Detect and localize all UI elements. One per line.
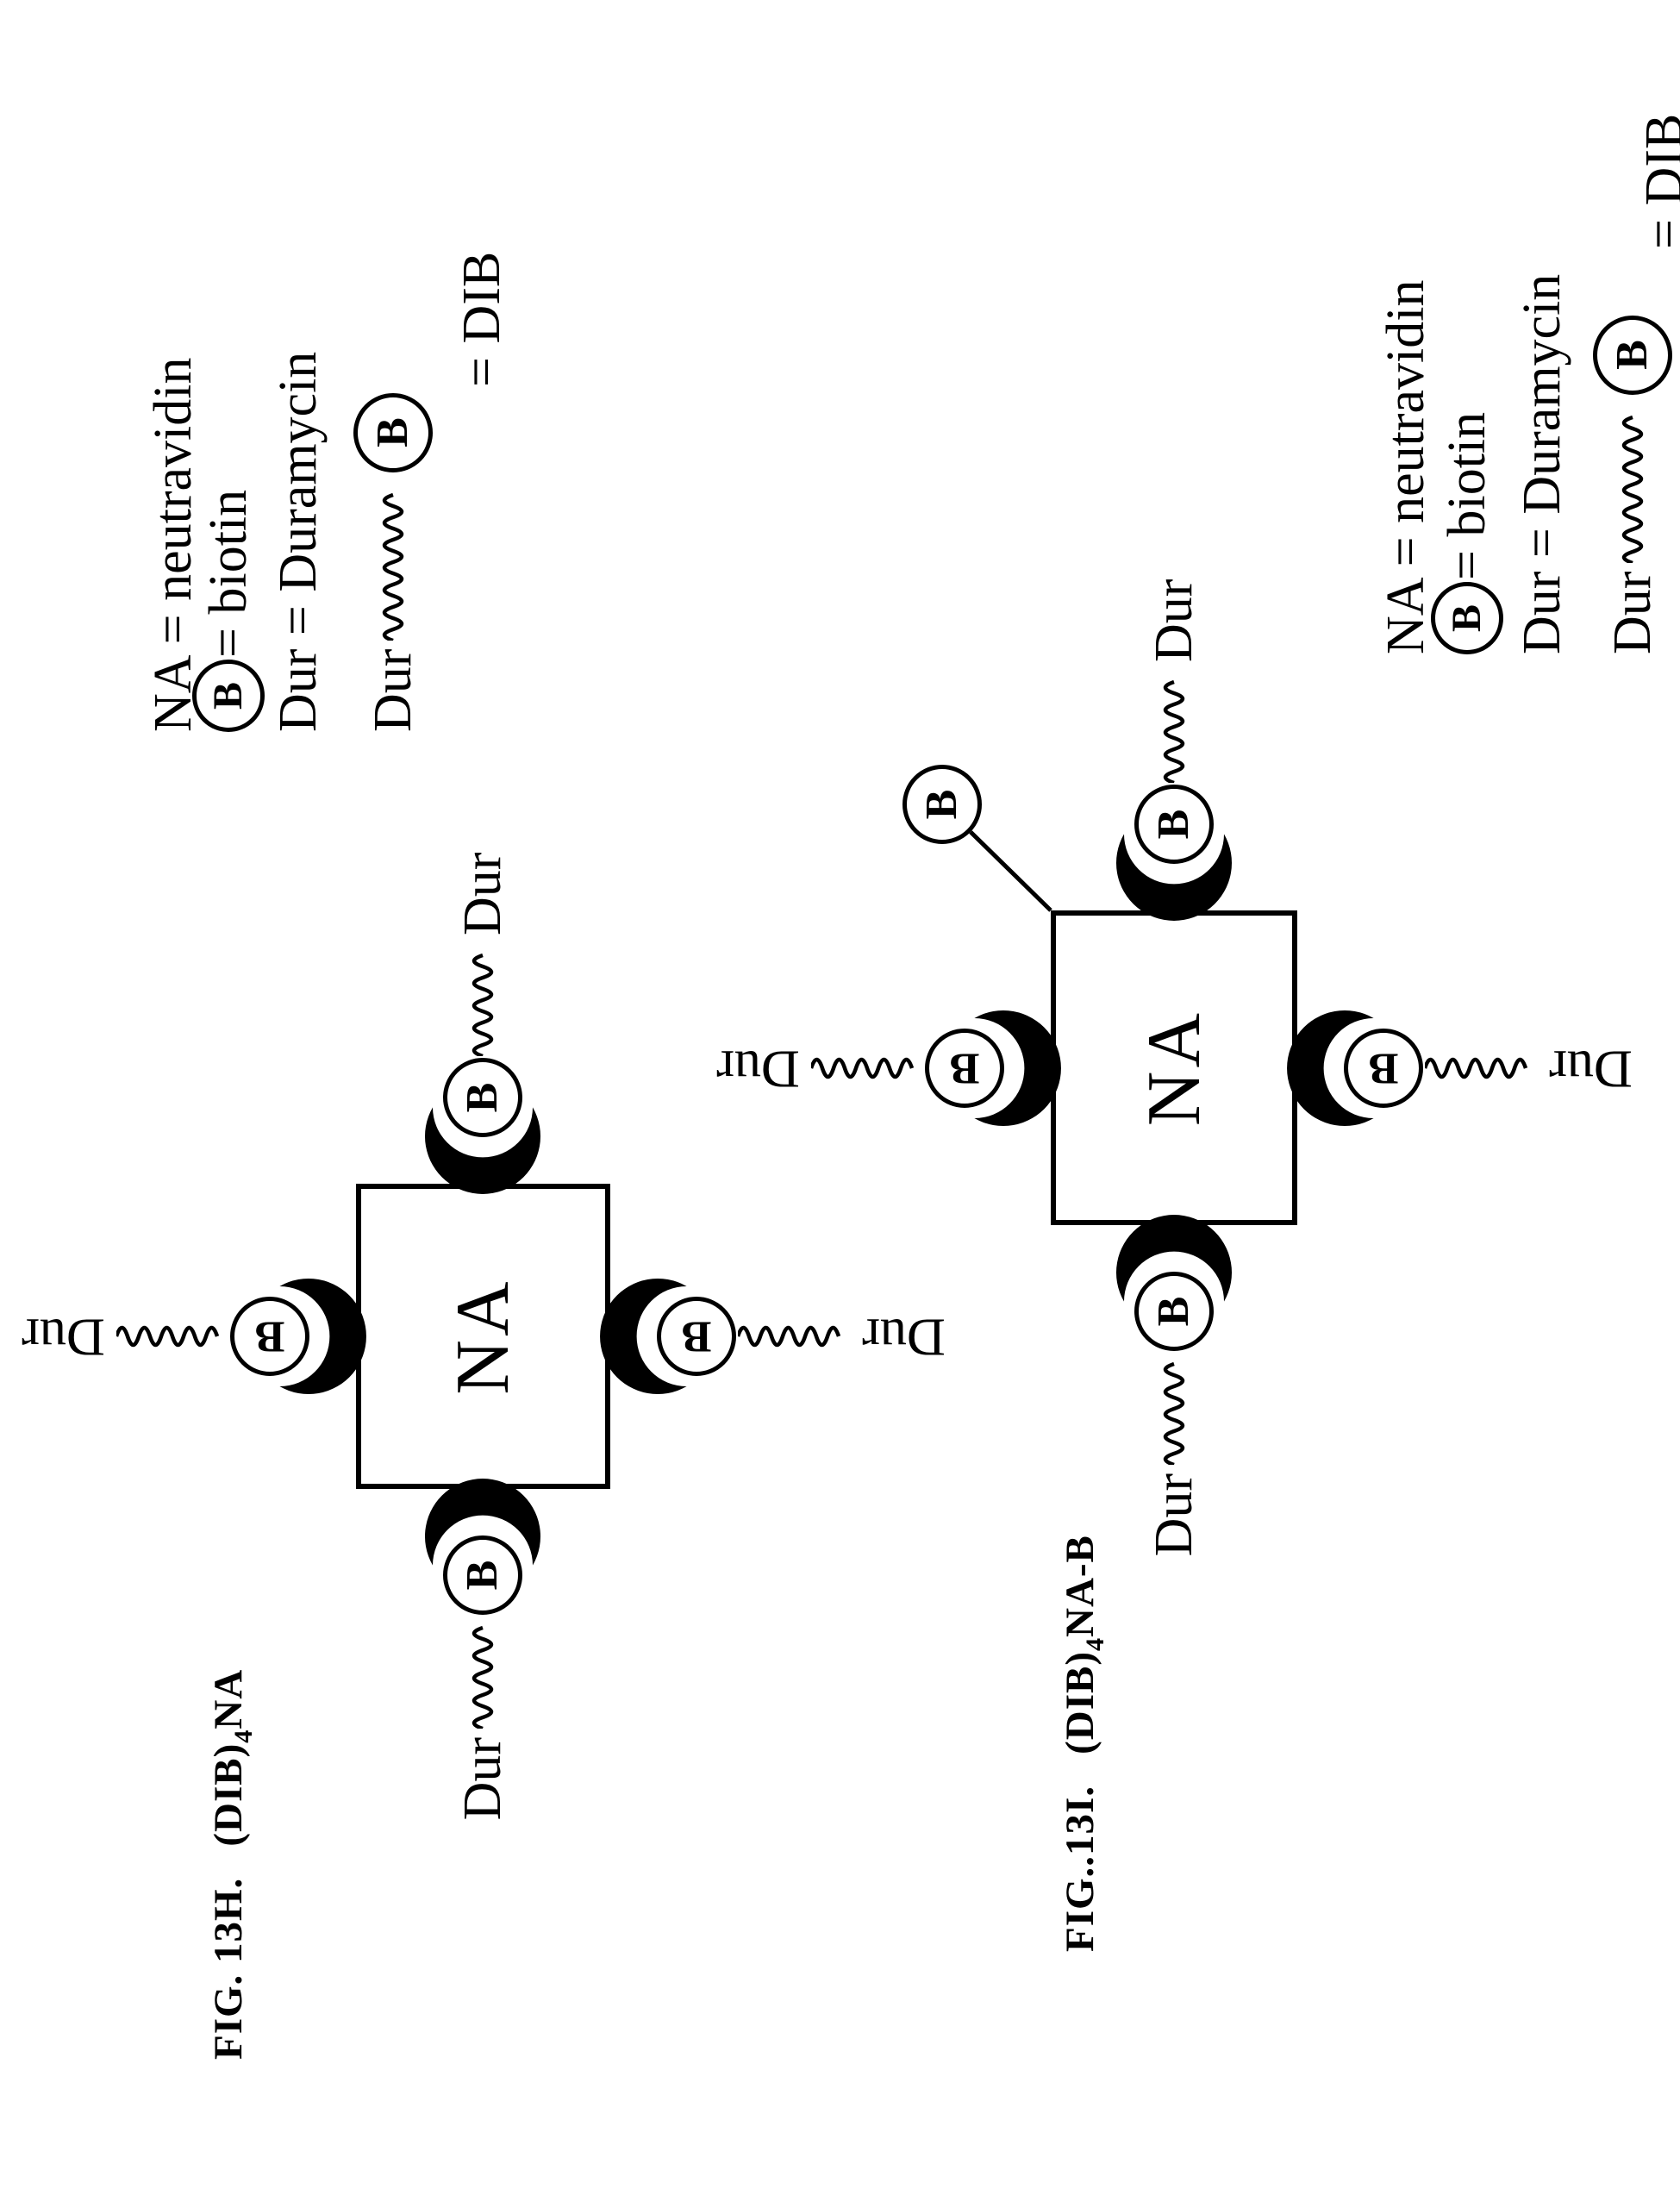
legend-line-biotin: B = biotin	[192, 490, 265, 732]
formula-pre: (DIB)	[1058, 1651, 1102, 1754]
biotin-letter: B	[254, 1312, 285, 1361]
biotin-circle: B	[657, 1297, 736, 1376]
biotin-letter: B	[681, 1312, 712, 1361]
duramycin-label: Dur	[1145, 1473, 1203, 1557]
legend-line-dib: Dur B	[1593, 315, 1672, 654]
binding-site-crescent-icon	[279, 1279, 366, 1394]
biotin-circle: B	[925, 1029, 1004, 1108]
linker-squiggle-icon	[738, 1325, 841, 1348]
neutravidin-core-box-13i: NA	[1051, 910, 1297, 1225]
binding-site-crescent-icon	[974, 1010, 1061, 1126]
corner-biotin-circle: B	[902, 765, 982, 844]
legend-13h: NA = neutravidin B = biotin Dur = Duramy…	[144, 77, 543, 732]
biotin-letter: B	[1608, 340, 1657, 370]
formula-subscript: 4	[229, 1729, 258, 1743]
linker-squiggle-icon	[1621, 415, 1644, 563]
duramycin-label: Dur	[861, 1307, 946, 1367]
figure-title-13h-prefix: FIG. 13H.	[206, 1877, 251, 2060]
binding-site-crescent-icon	[600, 1279, 687, 1394]
biotin-circle: B	[1134, 1272, 1214, 1351]
binding-site-crescent-icon	[425, 1479, 540, 1566]
duramycin-label: Dur	[21, 1307, 105, 1367]
duramycin-label: Dur	[1548, 1039, 1633, 1098]
legend-line-duramycin: Dur = Duramycin	[269, 351, 328, 732]
biotin-letter: B	[917, 789, 966, 820]
figure-title-13h-formula: (DIB)4NA	[206, 1668, 258, 1847]
biotin-letter: B	[1368, 1044, 1399, 1093]
formula-post: NA-B	[1058, 1535, 1102, 1637]
biotin-circle: B	[230, 1297, 309, 1376]
linker-squiggle-icon	[472, 1625, 494, 1729]
biotin-circle: B	[1593, 315, 1672, 395]
biotin-letter: B	[1444, 604, 1490, 633]
figure-title-13i-formula: (DIB)4NA-B	[1058, 1535, 1109, 1754]
legend-line-dib: Dur B	[353, 392, 433, 732]
biotin-circle: B	[353, 392, 433, 472]
linker-squiggle-icon	[1425, 1057, 1528, 1079]
biotin-circle: B	[1134, 785, 1214, 864]
figure-title-13i: FIG..13I. (DIB)4NA-B	[1057, 1535, 1110, 1952]
legend-line-duramycin: Dur = Duramycin	[1513, 273, 1571, 654]
binding-site-crescent-icon	[1116, 834, 1232, 921]
legend-dib-equals: = DIB	[1635, 113, 1680, 249]
biotin-circle: B	[443, 1058, 522, 1137]
neutravidin-core-box-13h: NA	[356, 1184, 610, 1489]
binding-site-crescent-icon	[1287, 1010, 1374, 1126]
figure-title-13i-prefix: FIG..13I.	[1058, 1785, 1102, 1952]
linker-squiggle-icon	[1163, 679, 1185, 783]
biotin-circle: B	[192, 660, 265, 732]
duramycin-label: Dur	[1145, 579, 1203, 662]
core-na-label: NA	[441, 1278, 525, 1395]
core-na-label: NA	[1132, 1009, 1216, 1127]
duramycin-label: Dur	[453, 852, 512, 935]
figure-title-13h: FIG. 13H. (DIB)4NA	[205, 1669, 259, 2060]
linker-squiggle-icon	[116, 1325, 220, 1348]
formula-subscript: 4	[1081, 1637, 1109, 1651]
linker-squiggle-icon	[811, 1057, 915, 1079]
duramycin-label: Dur	[453, 1737, 512, 1821]
biotin-circle: B	[443, 1535, 522, 1615]
corner-biotin-connector-line	[969, 830, 1052, 912]
biotin-circle: B	[1344, 1029, 1423, 1108]
linker-squiggle-icon	[472, 953, 494, 1056]
biotin-letter: B	[205, 682, 251, 710]
legend-line-biotin: B = biotin	[1431, 412, 1503, 654]
formula-post: NA	[206, 1668, 251, 1729]
biotin-letter: B	[949, 1044, 980, 1093]
legend-13i: NA = neutravidin B = biotin Dur = Duramy…	[1377, 34, 1680, 654]
biotin-letter: B	[458, 1082, 507, 1113]
duramycin-label: Dur	[715, 1039, 800, 1098]
legend-line-neutravidin: NA = neutravidin	[1377, 279, 1435, 654]
biotin-circle: B	[1431, 582, 1503, 654]
binding-site-crescent-icon	[1116, 1215, 1232, 1302]
formula-pre: (DIB)	[206, 1742, 251, 1847]
linker-squiggle-icon	[382, 492, 404, 641]
biotin-letter: B	[368, 417, 417, 447]
linker-squiggle-icon	[1163, 1361, 1185, 1465]
legend-dib-equals: = DIB	[453, 251, 511, 387]
biotin-letter: B	[1149, 809, 1198, 840]
biotin-letter: B	[1149, 1296, 1198, 1327]
biotin-letter: B	[458, 1560, 507, 1591]
binding-site-crescent-icon	[425, 1107, 540, 1194]
